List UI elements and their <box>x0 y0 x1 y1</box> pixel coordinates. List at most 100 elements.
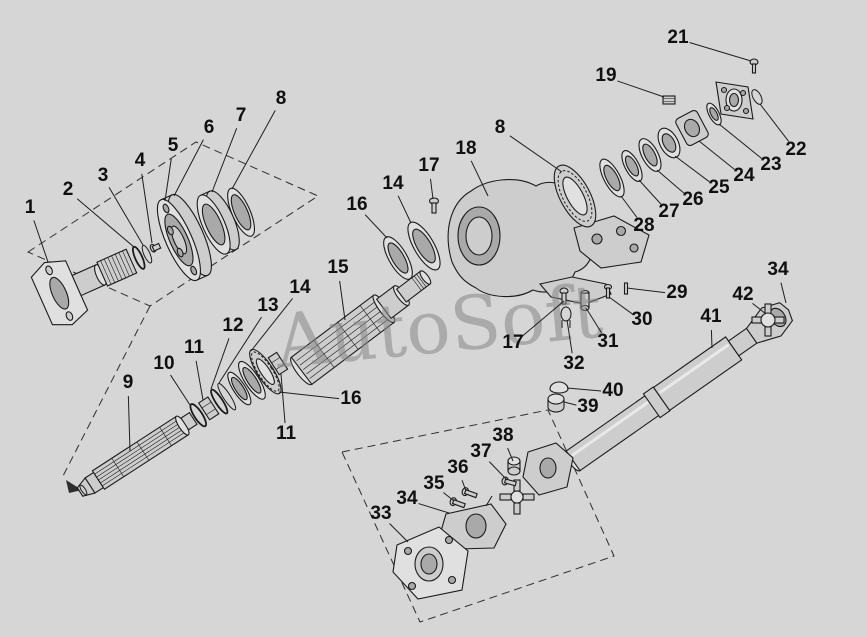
leader-line <box>617 80 665 98</box>
part-number-label: 39 <box>577 395 599 417</box>
leader-line <box>718 123 762 159</box>
leader-line <box>389 523 409 543</box>
pin-31 <box>580 289 590 312</box>
part-number-label: 14 <box>382 172 404 194</box>
leader-line <box>563 401 577 406</box>
leader-line <box>443 492 455 502</box>
part-number-label: 42 <box>732 283 754 305</box>
part-number-label: 34 <box>396 487 418 509</box>
bolt-36 <box>461 487 478 499</box>
leader-line <box>566 387 602 392</box>
clevis-32 <box>560 306 572 328</box>
part-number-label: 19 <box>595 64 617 86</box>
part-number-label: 32 <box>563 352 585 374</box>
leader-line <box>210 338 230 390</box>
part-number-label: 8 <box>494 116 506 138</box>
bolt-4 <box>149 242 162 253</box>
part-number-label: 5 <box>167 134 179 156</box>
leader-line <box>698 140 735 170</box>
part-number-label: 9 <box>122 371 134 393</box>
uj-bearing-block-24 <box>675 109 709 147</box>
leader-line <box>108 187 144 246</box>
nut-11b <box>267 351 289 376</box>
part-number-label: 12 <box>222 314 244 336</box>
leader-line <box>507 447 514 462</box>
mounting-flange-33 <box>392 526 469 600</box>
leader-line <box>656 169 685 194</box>
part-number-label: 13 <box>257 294 279 316</box>
leader-line <box>585 307 603 334</box>
part-number-label: 33 <box>370 502 392 524</box>
leader-line <box>364 214 388 239</box>
leader-line <box>218 316 262 384</box>
part-number-label: 37 <box>470 440 492 462</box>
leader-line <box>250 298 293 352</box>
part-number-label: 38 <box>492 424 514 446</box>
leader-line <box>231 110 276 190</box>
part-number-label: 30 <box>631 308 653 330</box>
bolt-17b <box>559 287 569 305</box>
drive-shaft-15 <box>290 270 432 386</box>
dashed-leader-left <box>61 305 151 479</box>
part-number-label: 23 <box>760 153 782 175</box>
bolt-21 <box>749 58 759 74</box>
ring-27 <box>621 150 643 182</box>
leader-line <box>418 503 450 514</box>
part-number-label: 6 <box>203 116 215 138</box>
support-housing-34 <box>440 495 507 550</box>
lower-yoke <box>522 442 574 496</box>
leader-line <box>759 103 790 142</box>
leader-line <box>509 135 563 173</box>
leader-line <box>626 287 666 294</box>
part-number-label: 7 <box>235 104 247 126</box>
part-number-label: 27 <box>658 200 680 222</box>
leader-line <box>620 195 638 218</box>
part-number-label: 16 <box>340 387 362 409</box>
nut-11a <box>197 396 220 421</box>
leader-line <box>33 220 49 263</box>
leader-line <box>461 480 467 492</box>
part-number-label: 35 <box>423 472 445 494</box>
bolt-30 <box>603 283 613 299</box>
leader-line <box>170 374 191 406</box>
output-flange-21 <box>715 81 754 120</box>
leader-line <box>339 280 346 321</box>
part-number-label: 15 <box>327 256 349 278</box>
leader-line <box>211 128 238 193</box>
leader-line <box>141 173 153 244</box>
washer-22 <box>751 89 763 105</box>
leader-line <box>638 179 662 205</box>
bearing-cup-38 <box>507 456 521 476</box>
spider-cross <box>499 479 535 515</box>
nut-19 <box>662 95 676 105</box>
ring-26 <box>638 138 662 172</box>
part-number-label: 3 <box>97 164 109 186</box>
leader-line <box>674 155 710 183</box>
leader-line <box>521 300 565 337</box>
part-number-label: 21 <box>667 26 689 48</box>
part-number-label: 8 <box>275 87 287 109</box>
leader-line <box>127 395 131 452</box>
part-number-label: 25 <box>708 176 730 198</box>
part-number-label: 28 <box>633 214 655 236</box>
leader-line <box>608 296 633 315</box>
leader-line <box>689 41 752 62</box>
leader-line <box>278 391 340 400</box>
gear-housing-18 <box>447 179 650 305</box>
part-number-label: 18 <box>455 137 477 159</box>
cap-39 <box>547 393 565 413</box>
part-number-label: 40 <box>602 379 624 401</box>
part-number-label: 29 <box>666 281 688 303</box>
part-number-label: 1 <box>24 196 36 218</box>
part-number-label: 41 <box>700 305 722 327</box>
leader-lines-layer <box>33 41 790 543</box>
cap-40 <box>549 381 569 394</box>
leader-line <box>195 360 204 401</box>
washer-23 <box>706 102 722 126</box>
splined-shaft-assembly <box>76 348 289 497</box>
part-number-label: 11 <box>183 336 205 358</box>
part-number-label: 22 <box>785 138 807 160</box>
